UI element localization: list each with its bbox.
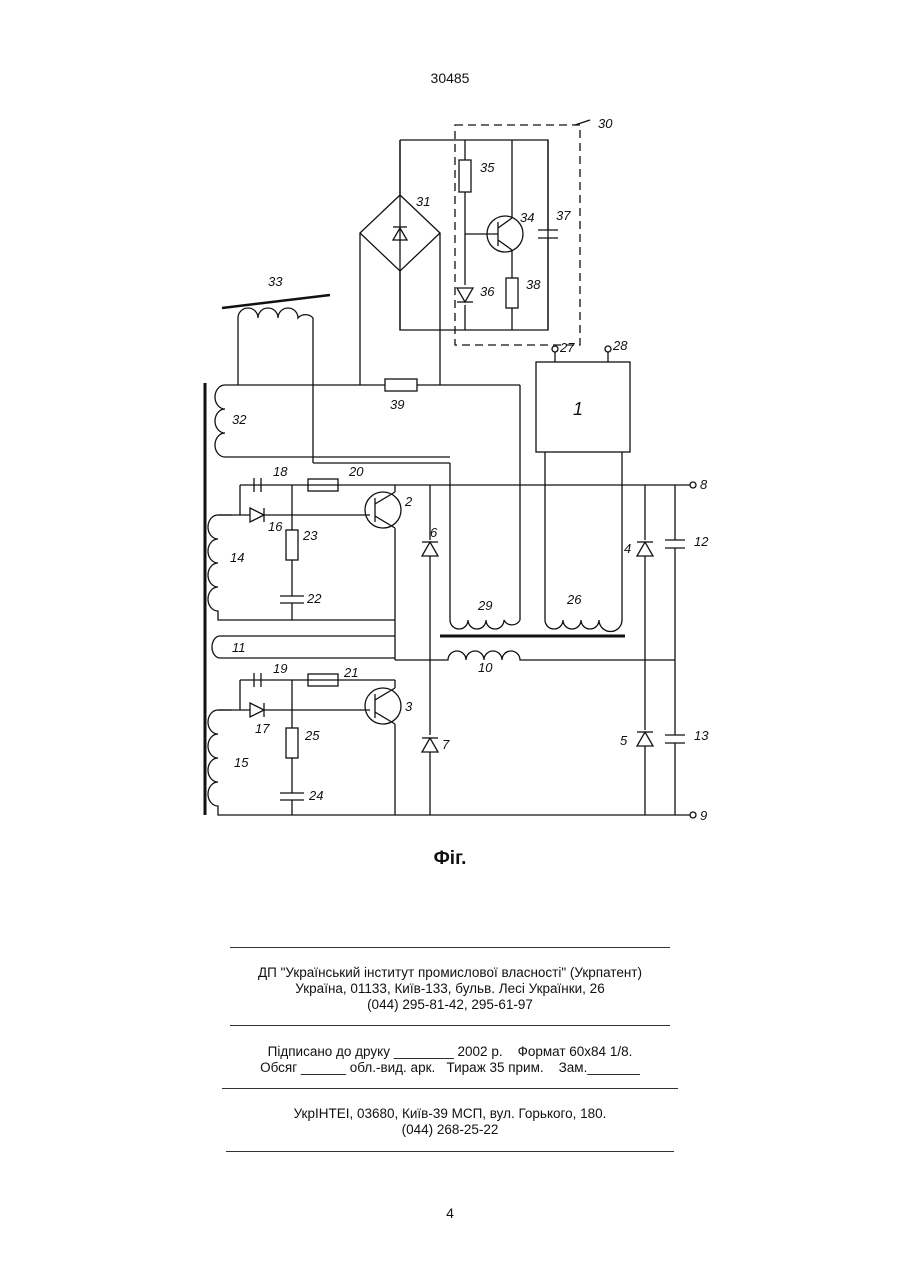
svg-text:12: 12: [694, 534, 709, 549]
divider: [230, 1025, 670, 1026]
svg-text:24: 24: [308, 788, 323, 803]
svg-text:31: 31: [416, 194, 430, 209]
svg-text:19: 19: [273, 661, 287, 676]
svg-text:26: 26: [566, 592, 582, 607]
svg-text:21: 21: [343, 665, 358, 680]
svg-text:37: 37: [556, 208, 571, 223]
publisher-address: Україна, 01133, Київ-133, бульв. Лесі Ук…: [0, 981, 900, 997]
svg-text:15: 15: [234, 755, 249, 770]
resistor-35: [459, 160, 471, 192]
svg-text:4: 4: [624, 541, 631, 556]
svg-text:14: 14: [230, 550, 244, 565]
svg-text:10: 10: [478, 660, 493, 675]
svg-text:33: 33: [268, 274, 283, 289]
print-info-line: Обсяг ______ обл.-вид. арк. Тираж 35 при…: [0, 1060, 900, 1076]
svg-text:39: 39: [390, 397, 404, 412]
svg-text:20: 20: [348, 464, 364, 479]
svg-text:3: 3: [405, 699, 413, 714]
svg-text:8: 8: [700, 477, 708, 492]
resistor-38: [506, 278, 518, 308]
transistor-2: [365, 492, 401, 528]
svg-text:29: 29: [477, 598, 492, 613]
printer-phone: (044) 268-25-22: [0, 1122, 900, 1138]
svg-text:34: 34: [520, 210, 534, 225]
divider: [230, 947, 670, 948]
print-info-line: Підписано до друку ________ 2002 р. Форм…: [0, 1044, 900, 1060]
publisher-name: ДП "Український інститут промислової вла…: [0, 965, 900, 981]
svg-text:27: 27: [559, 340, 575, 355]
publisher-block: ДП "Український інститут промислової вла…: [0, 965, 900, 1013]
svg-text:35: 35: [480, 160, 495, 175]
printer-address: УкрІНТЕІ, 03680, Київ-39 МСП, вул. Горьк…: [0, 1106, 900, 1122]
svg-text:7: 7: [442, 737, 450, 752]
publisher-phone: (044) 295-81-42, 295-61-97: [0, 997, 900, 1013]
svg-text:36: 36: [480, 284, 495, 299]
figure-caption: Фіг.: [0, 848, 900, 870]
svg-text:5: 5: [620, 733, 628, 748]
svg-text:9: 9: [700, 808, 707, 823]
svg-text:38: 38: [526, 277, 541, 292]
page-number: 4: [0, 1205, 900, 1221]
divider: [226, 1151, 674, 1152]
svg-text:16: 16: [268, 519, 283, 534]
circuit-diagram: 1 2 3 4 5 6 7 8 9 10 11 12 13 14 15 16 1…: [0, 0, 900, 840]
resistor-25: [286, 728, 298, 758]
transistor-3: [365, 688, 401, 724]
svg-text:18: 18: [273, 464, 288, 479]
resistor-23: [286, 530, 298, 560]
svg-text:32: 32: [232, 412, 247, 427]
print-info-block: Підписано до друку ________ 2002 р. Форм…: [0, 1044, 900, 1076]
svg-text:17: 17: [255, 721, 270, 736]
svg-text:13: 13: [694, 728, 709, 743]
svg-text:22: 22: [306, 591, 322, 606]
svg-text:2: 2: [404, 494, 413, 509]
svg-text:11: 11: [232, 640, 246, 655]
svg-text:6: 6: [430, 525, 438, 540]
component-labels: 1 2 3 4 5 6 7 8 9 10 11 12 13 14 15 16 1…: [230, 116, 709, 823]
printer-block: УкрІНТЕІ, 03680, Київ-39 МСП, вул. Горьк…: [0, 1106, 900, 1138]
svg-text:1: 1: [573, 399, 583, 419]
resistor-39: [385, 379, 417, 391]
svg-text:28: 28: [612, 338, 628, 353]
svg-text:23: 23: [302, 528, 318, 543]
svg-text:30: 30: [598, 116, 613, 131]
svg-text:25: 25: [304, 728, 320, 743]
divider: [222, 1088, 678, 1089]
